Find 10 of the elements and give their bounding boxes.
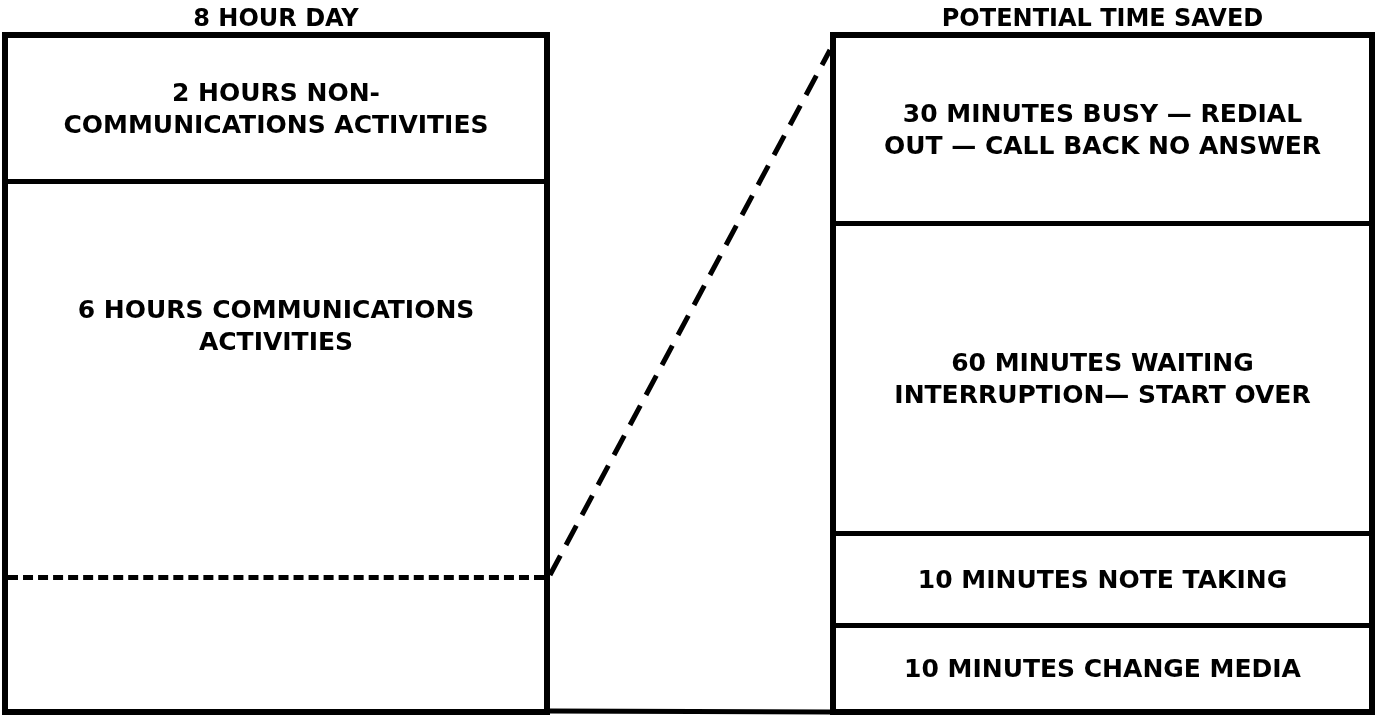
block-text: 2 HOURS NON-COMMUNICATIONS ACTIVITIES [62,76,490,141]
zoom-line [550,708,830,715]
zoom-line [547,48,833,577]
column-heading: 8 HOUR DAY [192,4,360,32]
block-text: 10 MINUTES NOTE TAKING [916,563,1289,596]
block-text: 60 MINUTES WAITING INTERRUPTION— START OVER [893,346,1312,411]
block-text: 10 MINUTES CHANGE MEDIA [903,652,1302,685]
block-text: 6 HOURS COMMUNICATIONS ACTIVITIES [76,294,476,358]
column-heading: POTENTIAL TIME SAVED [940,4,1265,32]
block-text: 30 MINUTES BUSY — REDIAL OUT — CALL BACK NO ANSWER [882,97,1323,162]
